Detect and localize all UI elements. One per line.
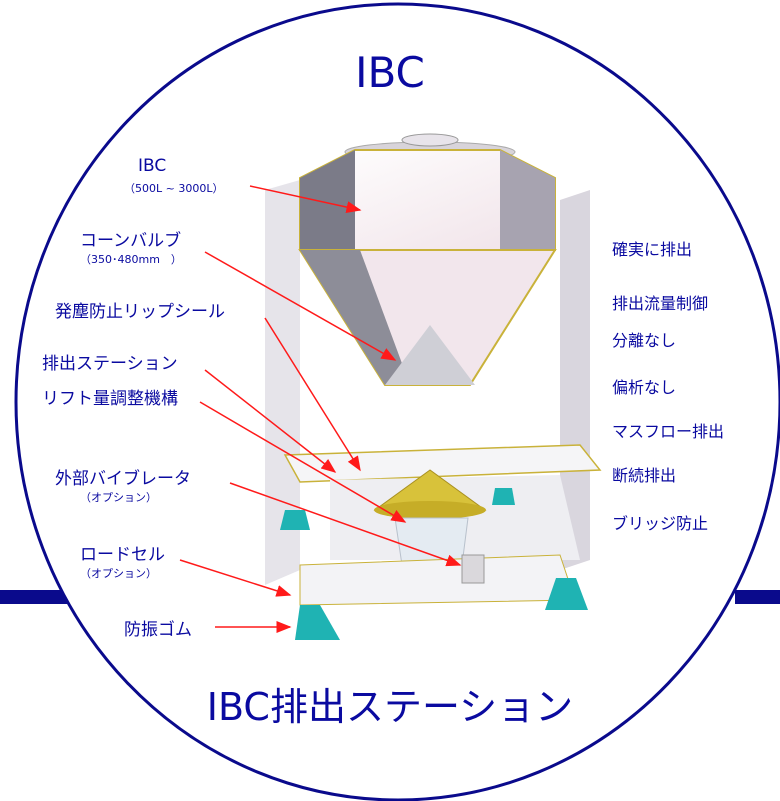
band-right <box>735 590 780 604</box>
callout-cone-valve-sub: （350･480mm ） <box>80 253 182 266</box>
callout-station-label: 排出ステーション <box>42 354 178 374</box>
feature-item: ブリッジ防止 <box>612 514 709 533</box>
arrow-station <box>204 369 337 473</box>
ibc-illustration <box>265 133 602 640</box>
callout-lift-label: リフト量調整機構 <box>42 389 178 409</box>
callout-cone-valve-label: コーンバルブ <box>80 231 182 251</box>
feature-item: 偏析なし <box>612 378 677 397</box>
callout-vibrator-sub: （オプション） <box>80 491 157 504</box>
feature-item: マスフロー排出 <box>612 422 725 441</box>
arrow-vibrator <box>229 482 462 567</box>
callout-vibrator-label: 外部バイブレータ <box>55 469 191 489</box>
arrow-ibc <box>249 185 362 213</box>
callout-ibc-label: IBC <box>138 156 167 176</box>
feature-item: 分離なし <box>612 331 677 350</box>
feature-item: 確実に排出 <box>612 240 693 259</box>
callout-ibc-sub: （500L ~ 3000L） <box>124 182 224 195</box>
title-top: IBC <box>355 48 425 97</box>
feature-item: 排出流量制御 <box>612 294 709 313</box>
callout-arrows <box>179 185 462 633</box>
callout-loadcell-sub: （オプション） <box>80 567 157 580</box>
arrow-lift <box>199 401 407 523</box>
arrow-loadcell <box>179 559 292 597</box>
callout-rubber-label: 防振ゴム <box>124 620 192 640</box>
arrow-lip-seal <box>264 317 361 472</box>
arrow-cone-valve <box>204 251 397 361</box>
title-bottom: IBC排出ステーション <box>206 685 574 729</box>
callout-loadcell-label: ロードセル <box>80 545 165 565</box>
callout-lip-seal-label: 発塵防止リップシール <box>55 302 225 322</box>
feature-item: 断続排出 <box>612 466 677 485</box>
